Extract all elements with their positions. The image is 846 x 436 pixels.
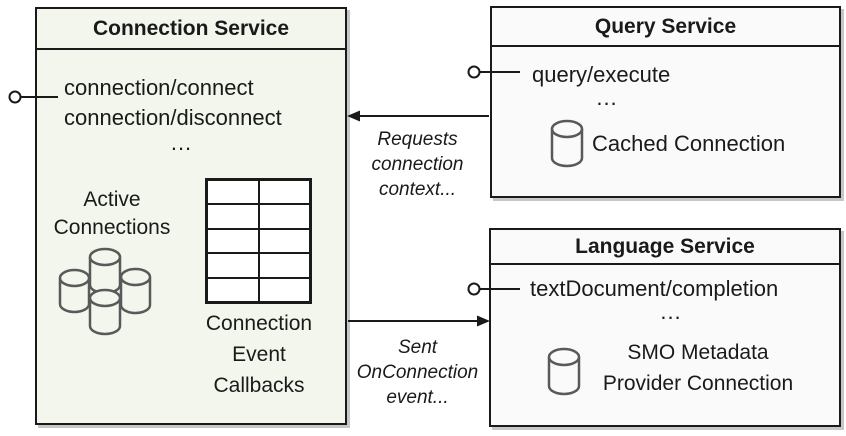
connection-service-box: Connection Service connection/connect co… bbox=[35, 7, 347, 425]
callback-table-cell bbox=[258, 204, 310, 229]
database-cylinder-icon bbox=[88, 247, 122, 295]
database-cylinder-icon bbox=[119, 267, 152, 315]
callback-table-cell bbox=[207, 180, 259, 205]
callback-table-cell bbox=[207, 277, 259, 302]
connection-event-callbacks-label: Connection Event Callbacks bbox=[205, 312, 313, 397]
active-connections-label: Active Connections bbox=[53, 188, 171, 239]
callback-table-cell bbox=[207, 228, 259, 254]
language-service-box: Language Service textDocument/completion… bbox=[489, 228, 841, 427]
database-cylinder-icon bbox=[547, 347, 581, 396]
method-textdocument-completion: textDocument/completion bbox=[530, 276, 779, 301]
callback-table-cell bbox=[258, 277, 310, 302]
active-connections-cluster-icon bbox=[58, 247, 152, 336]
language-ellipsis: ... bbox=[660, 299, 682, 324]
methods-ellipsis: ... bbox=[170, 130, 193, 155]
connection-methods: connection/connect connection/disconnect… bbox=[64, 73, 299, 155]
callback-table-cell bbox=[207, 253, 259, 278]
callback-table-cell bbox=[258, 253, 310, 278]
query-service-box: Query Service query/execute ... Cached C… bbox=[490, 6, 841, 198]
connection-service-title: Connection Service bbox=[37, 9, 345, 50]
method-connection-disconnect: connection/disconnect bbox=[64, 105, 282, 130]
requests-connection-context-label: Requests connection context... bbox=[371, 129, 464, 200]
cached-connection-label: Cached Connection bbox=[592, 131, 786, 156]
language-service-title: Language Service bbox=[491, 230, 839, 265]
requests-connection-context-arrow bbox=[347, 110, 489, 122]
database-cylinder-icon bbox=[88, 288, 122, 336]
callback-table-grid bbox=[205, 178, 312, 304]
query-ellipsis: ... bbox=[596, 85, 618, 110]
database-cylinder-icon bbox=[550, 119, 584, 168]
database-cylinder-icon bbox=[58, 268, 91, 314]
callback-table-cell bbox=[258, 228, 310, 254]
callback-table-cell bbox=[207, 204, 259, 229]
method-connection-connect: connection/connect bbox=[64, 75, 254, 100]
callback-table-cell bbox=[258, 180, 310, 205]
sent-onconnection-event-arrow bbox=[348, 315, 490, 327]
method-query-execute: query/execute bbox=[532, 62, 671, 87]
smo-metadata-provider-connection-label: SMO Metadata Provider Connection bbox=[602, 341, 794, 395]
sent-onconnection-event-label: Sent OnConnection event... bbox=[356, 337, 479, 408]
query-service-title: Query Service bbox=[492, 8, 839, 47]
